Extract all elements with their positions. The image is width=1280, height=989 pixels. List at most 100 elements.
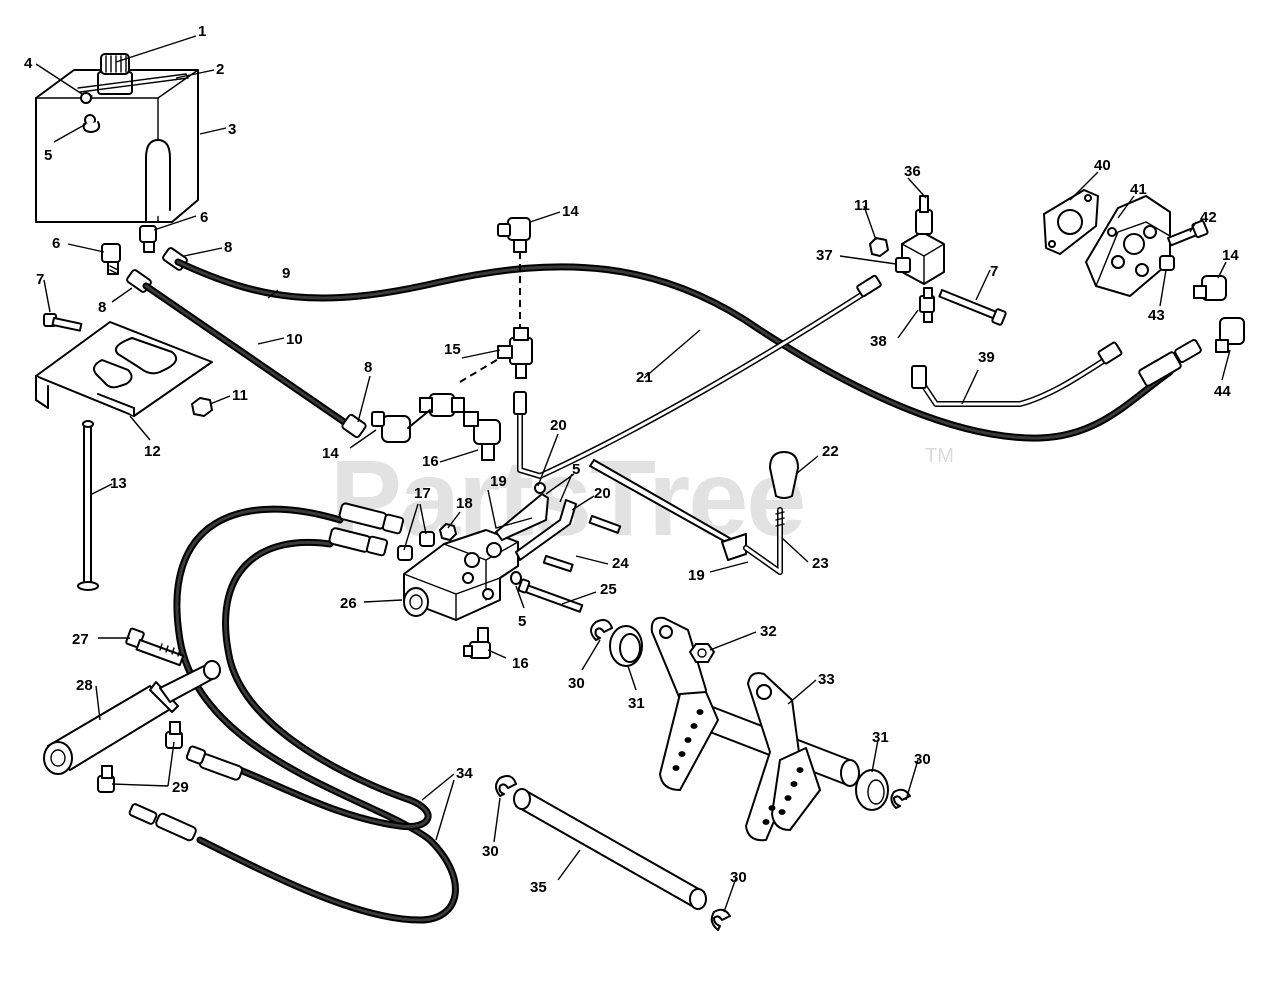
callout-30b: 30 [914,751,931,768]
callout-36: 36 [904,163,921,180]
callout-20b: 20 [594,485,611,502]
callout-23: 23 [812,555,829,572]
elbow-44 [1215,317,1245,353]
callout-22: 22 [822,443,839,460]
control-valve-26 [403,529,519,621]
link-20-upper [495,482,549,541]
hose-9-nut [1174,339,1202,363]
callout-41: 41 [1130,181,1147,198]
elbow-14-left [371,409,431,443]
callout-30c: 30 [482,843,499,860]
reservoir-tank [35,69,199,223]
hydraulic-pump-41 [1085,195,1171,297]
tube-39-highlight [918,356,1110,406]
callout-12: 12 [144,443,161,460]
leader-lines [35,35,1231,913]
callout-40: 40 [1094,157,1111,174]
callout-7a: 7 [36,271,44,288]
callout-44: 44 [1214,383,1231,400]
callout-2: 2 [216,61,224,78]
callout-28: 28 [76,677,93,694]
callout-31b: 31 [872,729,889,746]
hose-10-highlight [144,284,352,428]
e-ring-30-right [890,788,911,809]
callout-25: 25 [600,581,617,598]
callout-8a: 8 [224,239,232,256]
watermark-trademark: TM [925,445,954,467]
hose-34-inner-highlight [224,540,430,829]
callout-32: 32 [760,623,777,640]
callout-14c: 14 [1222,247,1239,264]
callout-11b: 11 [854,197,870,214]
pin-24 [542,515,622,573]
control-lever-23 [743,507,785,575]
callout-27: 27 [72,631,89,648]
fitting-17 [397,531,435,561]
callout-34: 34 [456,765,473,782]
tee-fitting-center [419,393,465,417]
bolt-7-left [43,313,83,332]
tube-21-highlight [518,290,868,478]
callout-15: 15 [444,341,461,358]
callout-9: 9 [282,265,290,282]
callout-37: 37 [816,247,833,264]
tank-strap [77,73,189,133]
hose-9-highlight [176,260,1172,440]
tube-21-nut-lower [513,391,527,415]
bolt-7-right [938,289,1007,326]
callout-35: 35 [530,879,547,896]
fitting-43 [1159,255,1175,271]
callout-5b: 5 [572,461,580,478]
elbow-fitting-left [101,243,121,275]
callout-19a: 19 [490,473,507,490]
bolt-25 [517,578,584,613]
callout-21: 21 [636,369,653,386]
clevis-pin-27 [125,627,185,667]
long-rod-13 [77,420,99,591]
callout-18: 18 [456,495,473,512]
hose-34-ends-bottom [128,745,244,842]
callout-5a: 5 [44,147,52,164]
e-ring-30-shaft-left [495,775,517,797]
callout-42: 42 [1200,209,1217,226]
callout-11a: 11 [232,387,248,404]
callout-14b: 14 [562,203,579,220]
callout-8c: 8 [364,359,372,376]
bushing-31-left [609,625,643,667]
nut-32 [689,643,715,663]
callout-5c: 5 [518,613,526,630]
callout-6a: 6 [200,209,208,226]
hydraulic-tube-39 [917,355,1111,407]
lift-shaft-33 [650,616,860,842]
plug-18 [439,523,457,541]
callout-33: 33 [818,671,835,688]
fitting-37 [895,257,911,273]
knob-22 [769,451,799,499]
gasket-40 [1043,189,1099,255]
nut-11-left [191,397,213,417]
callout-20a: 20 [550,417,567,434]
bushing-31-right [855,769,889,811]
elbow-16-top [463,411,501,461]
callout-24: 24 [612,555,629,572]
elbow-14-right [1193,275,1227,301]
callout-labels: 1 2 3 4 5 6 6 7 8 8 9 10 11 12 13 14 8 1… [24,23,1239,896]
callout-4: 4 [24,55,33,72]
link-20-lower [515,499,577,561]
hose-9-end-fitting [1138,351,1182,387]
callout-1: 1 [198,23,206,40]
callout-7b: 7 [990,263,998,280]
hose-34-ends-top [328,502,405,557]
tube-21-nut-upper [856,274,882,298]
bolt-42 [1166,219,1209,247]
e-ring-30-shaft-right [710,908,731,931]
washer-5-valve [510,571,522,585]
callout-13: 13 [110,475,127,492]
hose-34-outer-highlight [175,507,457,922]
fitting-38 [919,287,935,323]
hose-10-end-nut [341,413,367,439]
callout-10: 10 [286,331,303,348]
reservoir-bracket [35,321,213,417]
elbow-14-top [497,217,531,253]
nut-11-right [869,237,889,257]
